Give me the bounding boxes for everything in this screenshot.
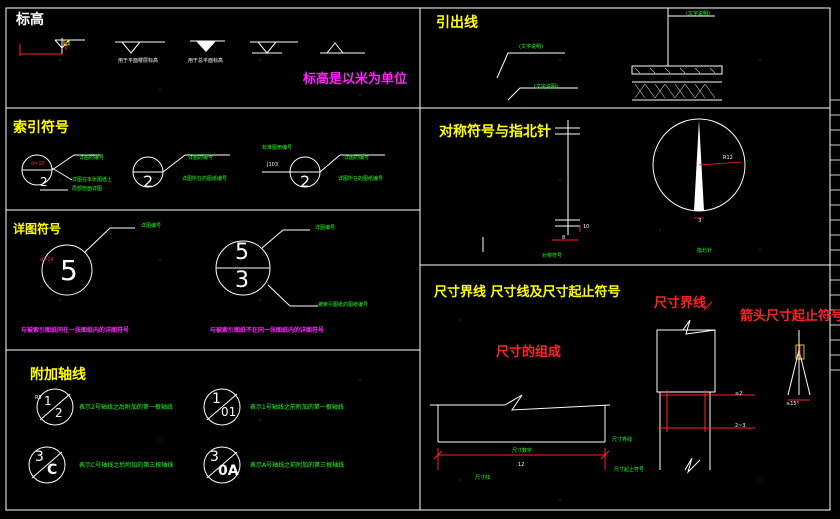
index-num-b: 2: [143, 172, 154, 191]
index-c2-label1: 详图的编号: [188, 155, 214, 161]
elevation-sym1-label: 用于平面楼层标高: [118, 58, 159, 64]
detail-note1: 与被索引图纸同在一张图纸内的详图符号: [21, 327, 130, 334]
index-c3-label2: 详图所在的图纸编号: [338, 176, 384, 182]
index-c3-label0: 标准图册编号: [262, 145, 293, 151]
axis-a4-bot: 0A: [218, 463, 239, 479]
filled-elevation-triangle: [196, 41, 216, 52]
index-num-c: 2: [300, 172, 311, 191]
dim-ang: ≥15°: [786, 401, 800, 407]
elevation-symbols: [19, 38, 365, 56]
elev-small-box-icon: [63, 39, 70, 46]
dimension-title: 尺寸界线 尺寸线及尺寸起止符号: [434, 285, 621, 300]
elevation-note: 标高是以米为单位: [303, 72, 408, 87]
axis-a2-label: 表示1号轴线之前附加的第一根轴线: [250, 404, 344, 411]
axis-a2-bot: 01: [221, 405, 237, 419]
dimension-composition-label: 尺寸的组成: [496, 345, 562, 360]
dimension-drawing: [430, 319, 811, 474]
dim-lbl-tick: 尺寸起止符号: [614, 467, 645, 473]
dim-lbl-line: 尺寸线: [475, 475, 491, 481]
axis-a4-top: 3: [210, 449, 219, 465]
index-c1-label2: 详图在本张图纸上: [72, 177, 113, 183]
index-c2-label2: 详图所在的图纸编号: [182, 176, 228, 182]
axis-a1-label: 表示2号轴线之后附加的第一根轴线: [79, 404, 173, 411]
edge-ruler: [829, 8, 840, 510]
dim-lbl-ext: 尺寸界线: [612, 437, 633, 443]
index-d-label: d=10: [31, 161, 45, 167]
dim-val: 12: [518, 462, 525, 468]
leader-label-b: (文字说明): [534, 84, 558, 90]
axis-title: 附加轴线: [30, 367, 86, 383]
dim-d3: 2~3: [735, 423, 746, 429]
axis-r-label: R5: [35, 395, 42, 401]
axis-a2-top: 1: [212, 391, 221, 407]
detail-d-label: d=14: [40, 257, 54, 263]
detail-d2-label: 详图编号: [315, 225, 336, 231]
detail-d2-sheet-label: 被索引图纸的图纸编号: [318, 302, 369, 308]
index-c1-label1: 详图的编号: [79, 155, 105, 161]
symmetry-label: 对称符号: [542, 253, 563, 259]
leader-label-c: (文字说明): [686, 11, 710, 17]
north-r-label: R12: [723, 155, 733, 161]
dim-lbl-num: 尺寸数字: [512, 448, 533, 454]
detail-n2-bot: 3: [235, 268, 249, 293]
elevation-title: 标高: [16, 12, 44, 28]
symmetry-w2-label: 8: [562, 235, 566, 241]
symmetry-w3-label: 10: [583, 224, 590, 230]
index-symbols: [21, 154, 385, 191]
leader-label-a: (文字说明): [519, 44, 543, 50]
axis-a3-label: 表示C号轴线之后附加的第三根轴线: [79, 462, 174, 469]
axis-symbols: [28, 388, 241, 484]
detail-note2: 与被索引图纸不在同一张图纸内的详图符号: [210, 327, 325, 334]
leader-title: 引出线: [436, 15, 478, 31]
index-c1-label3: 局部剖面详图: [72, 186, 103, 192]
dimension-ext-line-label: 尺寸界线: [654, 296, 707, 311]
detail-symbols: [41, 227, 318, 307]
north-arrow: [652, 118, 746, 219]
north-w1-label: 3: [698, 218, 702, 224]
index-c3-code: J103: [267, 162, 279, 168]
index-title: 索引符号: [13, 120, 69, 136]
detail-n1: 5: [60, 254, 78, 287]
north-arrow-label: 指北针: [697, 248, 713, 254]
ground-hatch: [634, 67, 716, 99]
dimension-arrow-title: 箭头尺寸起止符号: [740, 309, 840, 324]
panel-borders: [5, 7, 831, 511]
axis-a4-label: 表示A号轴线之前附加的第三根轴线: [250, 462, 345, 469]
detail-title: 详图符号: [13, 222, 62, 236]
axis-a1-top: 1: [44, 394, 52, 408]
elevation-sym2-label: 用于总平面标高: [188, 58, 224, 64]
leader-lines: [496, 8, 723, 101]
dimension-red-lines: [433, 301, 810, 470]
grid-dots: [59, 59, 761, 501]
index-c3-label1: 详图的编号: [344, 155, 370, 161]
axis-a3-top: 3: [35, 449, 44, 465]
index-num-a: 2: [40, 175, 48, 189]
dim-d2: ≥2: [735, 391, 743, 397]
symmetry-title: 对称符号与指北针: [439, 124, 551, 140]
detail-d1-label: 详图编号: [141, 223, 162, 229]
axis-a1-bot: 2: [55, 406, 63, 420]
detail-n2-top: 5: [235, 240, 249, 265]
axis-a3-bot: C: [47, 462, 58, 478]
arrow-tip-box-icon: [795, 344, 805, 360]
symmetry-symbol: [482, 120, 581, 252]
